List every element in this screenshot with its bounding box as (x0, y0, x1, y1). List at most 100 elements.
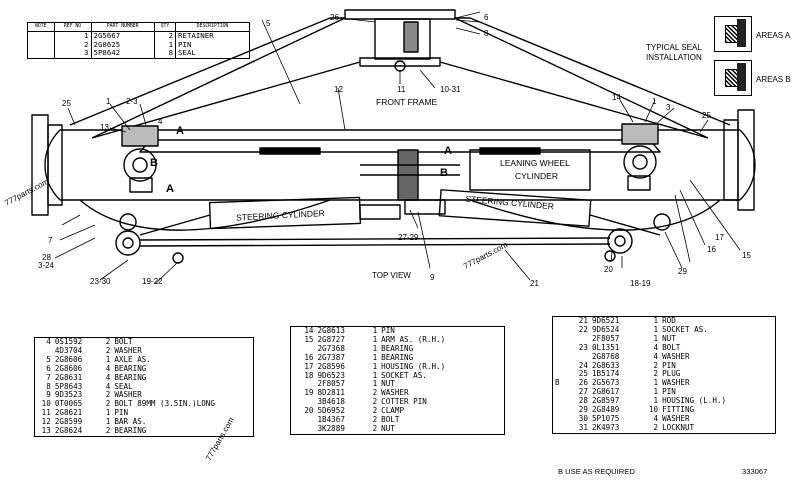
cell-note (553, 353, 568, 362)
cell-part: 5P1075 (591, 413, 620, 423)
cell-ref: 7 (46, 372, 51, 382)
cell-qty: 2 (372, 406, 378, 416)
area-mark-b1: B (150, 157, 158, 169)
cell-ref: 20 (304, 406, 314, 416)
cell-part: 8D2811 (317, 388, 345, 398)
cell-part: 2G5673 (591, 378, 620, 388)
cell-qty: 1 (105, 354, 111, 364)
cell-part: 2K4973 (591, 422, 620, 432)
callout: 5 (266, 19, 271, 28)
label-typical-seal-1: TYPICAL SEAL (646, 43, 702, 52)
cell-qty: 4 (653, 342, 659, 352)
cell-qty: 1 (653, 378, 659, 388)
label-leaning-cyl-2: CYLINDER (515, 171, 558, 181)
col-note: NOTE (27, 22, 54, 32)
callout: 16 (707, 245, 716, 254)
cell-qty: 1 (653, 396, 659, 406)
cell-part: 2G8597 (591, 396, 620, 406)
callout: 2-3 (126, 97, 138, 106)
cell-ref: 31 (578, 422, 588, 432)
cell-qty: 1 (372, 361, 378, 371)
cell-qty: 1 (105, 417, 111, 427)
cell-ref (291, 416, 316, 425)
cell-qty: 2 (372, 415, 378, 425)
cell-desc: HOUSING (L.H.) (662, 396, 727, 406)
cell-ref: 30 (578, 413, 588, 423)
cell-part: 1B4367 (317, 415, 345, 425)
label-top-view: TOP VIEW (372, 271, 411, 280)
callout: 4 (158, 117, 163, 126)
cell-part: 0S1592 (54, 337, 83, 346)
cell-qty: 1 (372, 370, 378, 380)
cell-desc: WASHER (662, 351, 690, 361)
cell-part: 2G8631 (54, 372, 83, 382)
seal-detail-areas-a (714, 16, 752, 52)
cell-part: 1B5174 (591, 369, 620, 379)
callout: 25 (62, 99, 71, 108)
cell-note (553, 424, 568, 433)
cell-desc: ARM AS. (R.H.) (381, 334, 446, 344)
cell-qty: 2 (105, 345, 111, 355)
label-areas-b: AREAS B (756, 75, 791, 84)
cell-qty: 1 (372, 352, 378, 362)
cell-qty: 2 (372, 397, 378, 407)
cell-ref: 15 (304, 334, 314, 344)
cell-ref: 22 (578, 324, 588, 334)
area-mark-a2: A (166, 183, 174, 195)
cell-part: 2G8617 (591, 387, 620, 397)
cell-qty: 2 (372, 423, 378, 433)
cell-part: 2F8057 (317, 379, 345, 389)
cell-ref: 10 (41, 399, 51, 409)
cell-ref: 5 (46, 354, 51, 364)
cell-ref: 27 (578, 387, 588, 397)
callout: 1 (652, 97, 657, 106)
cell-desc: PIN (662, 387, 676, 397)
cell-qty: 1 (653, 387, 659, 397)
cell-desc: PIN (114, 408, 129, 418)
cell-desc: BOLT 89MM (3.5IN.)LONG (114, 399, 215, 409)
callout: 3-24 (38, 261, 55, 270)
cell-note (553, 415, 568, 424)
tie-rod (139, 237, 611, 247)
left-kingpin (123, 148, 157, 182)
table-header-row: NOTE REF NO PART NUMBER QTY DESCRIPTION (27, 22, 250, 32)
cell-part: 9D6524 (591, 324, 620, 334)
cell-qty: 10 (648, 405, 659, 415)
callout: 23-30 (90, 277, 111, 286)
cell-ref: 28 (578, 396, 588, 406)
cell-note (553, 317, 568, 326)
callout: 3 (666, 103, 671, 112)
cell-ref: 25 (578, 369, 588, 379)
callout: 17 (715, 233, 724, 242)
cell-part: 2G8596 (317, 361, 345, 371)
area-mark-a3: A (444, 145, 452, 157)
seal-detail-areas-b (714, 60, 752, 96)
label-typical-seal-2: INSTALLATION (646, 53, 702, 62)
cell-desc: NUT (381, 379, 395, 389)
cell-desc: WASHER (114, 390, 142, 400)
steering-cylinder-right (438, 189, 592, 227)
cell-note (553, 326, 568, 335)
callout: 6 (484, 13, 489, 22)
cell-part: 2G7368 (317, 343, 345, 353)
col-part: PART NUMBER (90, 22, 155, 32)
cell-qty: 2 (653, 369, 659, 379)
cell-desc: PLUG (662, 369, 681, 379)
